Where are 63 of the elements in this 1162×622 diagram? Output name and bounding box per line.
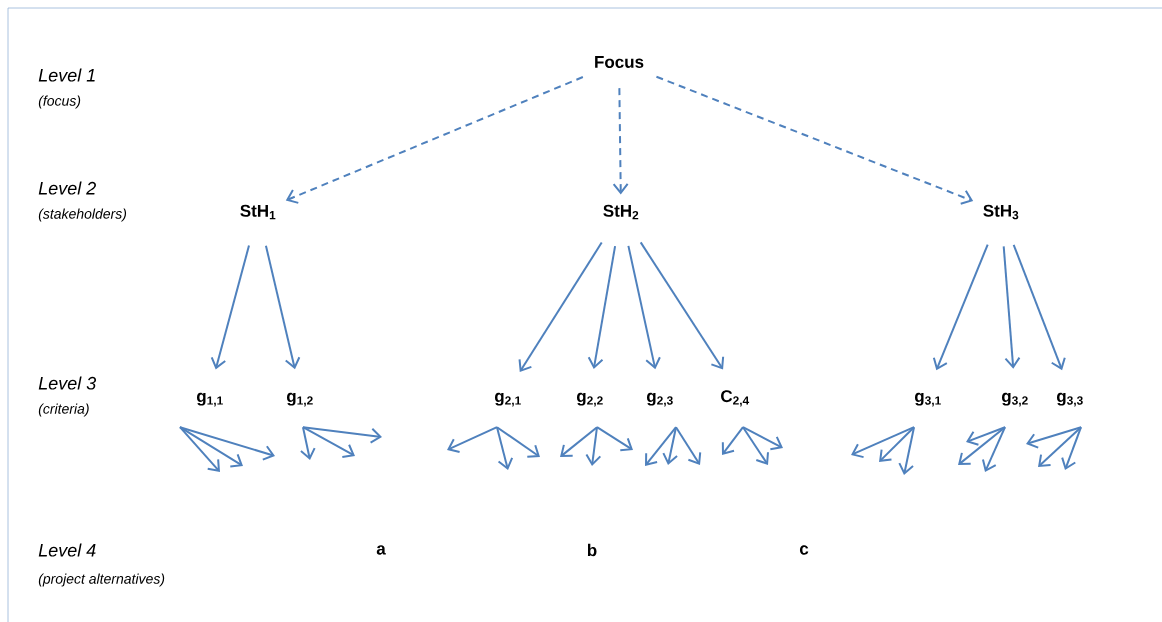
arrow bbox=[447, 426, 498, 453]
arrow bbox=[1061, 426, 1082, 470]
stakeholder-label: StH$_{3}$ bbox=[983, 204, 1019, 220]
criterion-label: g$_{2,3}$ bbox=[647, 392, 673, 407]
arrow bbox=[210, 244, 250, 370]
arrow bbox=[627, 244, 661, 370]
arrow bbox=[587, 245, 617, 369]
arrow bbox=[851, 426, 915, 459]
arrow bbox=[981, 426, 1006, 472]
arrow bbox=[932, 243, 989, 371]
arrow bbox=[1002, 245, 1021, 369]
arrow bbox=[560, 426, 598, 457]
arrow bbox=[645, 426, 677, 466]
level-label: (criteria) bbox=[38, 403, 89, 417]
arrow bbox=[518, 241, 603, 373]
arrow bbox=[742, 426, 769, 465]
criterion-label: g$_{1,2}$ bbox=[287, 392, 313, 407]
alternative-label: a bbox=[376, 545, 386, 555]
arrow bbox=[285, 76, 584, 204]
criterion-label: g$_{3,2}$ bbox=[1002, 392, 1028, 407]
arrow bbox=[179, 426, 243, 468]
arrow bbox=[958, 426, 1006, 465]
criterion-label: g$_{2,1}$ bbox=[495, 392, 521, 407]
criterion-label: g$_{1,1}$ bbox=[197, 392, 223, 407]
arrow bbox=[675, 426, 702, 465]
arrow bbox=[1012, 243, 1066, 371]
arrow bbox=[1038, 426, 1082, 467]
arrow bbox=[742, 426, 783, 451]
arrow bbox=[496, 426, 514, 470]
arrow bbox=[299, 426, 316, 460]
arrow bbox=[302, 426, 355, 458]
arrow bbox=[496, 426, 540, 458]
arrow bbox=[302, 426, 382, 444]
alternative-label: b bbox=[587, 543, 597, 557]
arrow bbox=[179, 426, 275, 461]
criterion-label: C$_{2,4}$ bbox=[721, 390, 750, 407]
arrow bbox=[655, 75, 974, 205]
level-label: (project alternatives) bbox=[38, 573, 165, 587]
arrow bbox=[898, 426, 915, 475]
level-label: Level 4 bbox=[38, 543, 96, 557]
arrow bbox=[721, 426, 744, 455]
arrow bbox=[1026, 426, 1082, 449]
criterion-label: g$_{2,2}$ bbox=[577, 392, 603, 407]
level-label: Level 2 bbox=[38, 181, 96, 195]
arrow bbox=[264, 244, 301, 370]
alternative-label: c bbox=[799, 545, 809, 555]
criterion-label: g$_{3,3}$ bbox=[1057, 392, 1083, 407]
arrow bbox=[966, 426, 1006, 446]
arrow bbox=[639, 241, 725, 370]
focus-label: Focus bbox=[595, 56, 644, 68]
arrow bbox=[179, 426, 220, 472]
criterion-label: g$_{3,1}$ bbox=[915, 392, 941, 407]
stakeholder-label: StH$_{1}$ bbox=[240, 204, 276, 220]
level-label: Level 1 bbox=[38, 68, 95, 82]
arrow bbox=[879, 426, 915, 462]
level-label: Level 3 bbox=[38, 376, 97, 390]
arrow bbox=[662, 426, 679, 465]
level-label: (focus) bbox=[38, 95, 81, 109]
arrow bbox=[596, 426, 633, 452]
level-label: (stakeholders) bbox=[38, 208, 127, 222]
arrow bbox=[585, 426, 602, 466]
arrow bbox=[612, 87, 629, 195]
stakeholder-label: StH$_{2}$ bbox=[603, 204, 639, 220]
